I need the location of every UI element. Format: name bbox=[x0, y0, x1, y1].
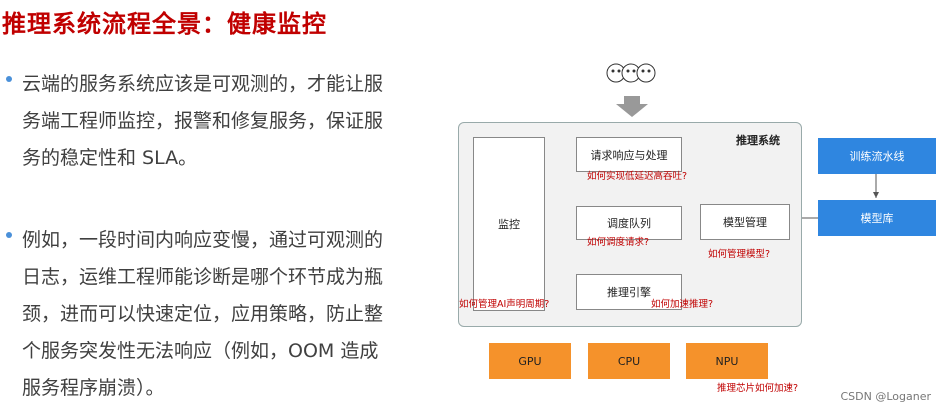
question-hardware: 推理芯片如何加速? bbox=[717, 383, 799, 394]
bullet-item-2: 例如，一段时间内响应变慢，通过可观测的日志，运维工程师能诊断是哪个环节成为瓶颈，… bbox=[6, 222, 396, 407]
gpu-box: GPU bbox=[489, 343, 571, 379]
inference-engine-box: 推理引擎 bbox=[576, 274, 682, 310]
request-handling-box: 请求响应与处理 bbox=[576, 137, 682, 172]
question-scheduler: 如何调度请求? bbox=[587, 237, 650, 248]
question-request: 如何实现低延迟高吞吐? bbox=[587, 171, 688, 182]
bullet-dot bbox=[6, 232, 12, 238]
page-title: 推理系统流程全景：健康监控 bbox=[2, 10, 327, 38]
bullet-text-1: 云端的服务系统应该是可观测的，才能让服务端工程师监控，报警和修复服务，保证服务的… bbox=[22, 73, 384, 169]
users-icon bbox=[606, 63, 656, 83]
cpu-box: CPU bbox=[588, 343, 670, 379]
question-monitor: 如何管理AI声明周期? bbox=[459, 299, 550, 310]
bullet-item-1: 云端的服务系统应该是可观测的，才能让服务端工程师监控，报警和修复服务，保证服务的… bbox=[6, 66, 396, 177]
inference-system-label: 推理系统 bbox=[736, 134, 780, 147]
question-model-management: 如何管理模型? bbox=[708, 249, 771, 260]
model-management-box: 模型管理 bbox=[700, 204, 790, 240]
bullet-dot bbox=[6, 76, 12, 82]
question-engine: 如何加速推理? bbox=[651, 299, 714, 310]
model-repo-box: 模型库 bbox=[818, 200, 936, 236]
monitor-box: 监控 bbox=[473, 137, 545, 311]
npu-box: NPU bbox=[686, 343, 768, 379]
scheduler-queue-box: 调度队列 bbox=[576, 206, 682, 240]
training-pipeline-box: 训练流水线 bbox=[818, 138, 936, 174]
down-arrow-icon bbox=[616, 96, 648, 117]
bullet-text-2: 例如，一段时间内响应变慢，通过可观测的日志，运维工程师能诊断是哪个环节成为瓶颈，… bbox=[22, 229, 384, 399]
watermark: CSDN @Loganer bbox=[840, 390, 931, 403]
